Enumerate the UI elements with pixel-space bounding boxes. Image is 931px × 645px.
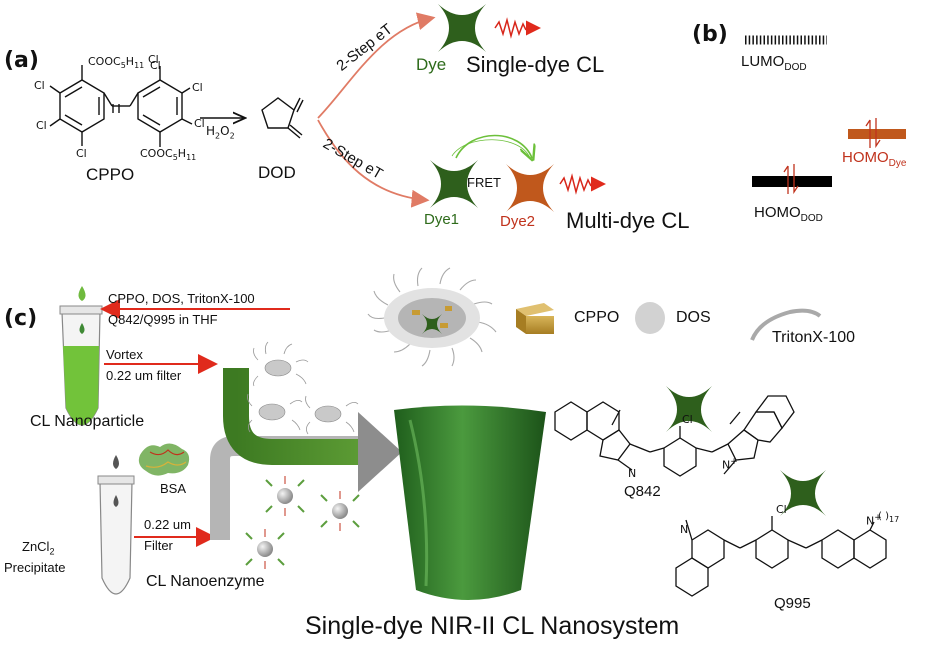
bsa-label: BSA	[160, 481, 187, 496]
legend-cppo-label: CPPO	[574, 309, 620, 326]
filter1-label: 0.22 um filter	[106, 368, 182, 383]
cppo-cl-4: Cl	[76, 147, 87, 160]
multi-dye-cl-title: Multi-dye CL	[566, 208, 690, 233]
nanosystem-tube	[394, 405, 546, 600]
h2o2-label: H2O2	[206, 124, 235, 141]
single-dye-cl-title: Single-dye CL	[466, 52, 605, 77]
panel-label-a: (a)	[4, 48, 39, 73]
q842-structure	[554, 395, 795, 477]
legend-dos-icon	[635, 302, 665, 334]
micelle-icon	[367, 267, 497, 367]
cl-nanoenzyme-label: CL Nanoenzyme	[146, 573, 265, 590]
homo-dye-label: HOMODye	[842, 149, 907, 169]
q842-star-icon	[666, 386, 712, 432]
filter2-line2: Filter	[144, 538, 173, 553]
cppo-cl-7: Cl	[150, 59, 161, 72]
legend-triton-icon	[750, 308, 822, 341]
nanosystem-title: Single-dye NIR-II CL Nanosystem	[305, 612, 680, 640]
dye-label: Dye	[416, 55, 447, 74]
filter2-line1: 0.22 um	[144, 517, 191, 532]
nanoenzyme-icons	[245, 476, 360, 569]
lumo-dod-label: LUMODOD	[741, 53, 807, 73]
tube-nanoenzyme	[97, 455, 135, 595]
precipitate-label: Precipitate	[4, 560, 66, 575]
q842-cl-atom: Cl	[682, 413, 693, 426]
electron-pair-dye-icon	[865, 118, 881, 149]
vortex-label: Vortex	[106, 347, 143, 362]
q842-n-atom-right: N+	[722, 457, 738, 472]
legend-cppo-icon	[516, 303, 554, 334]
cppo-cl-2: Cl	[34, 79, 45, 92]
nanoparticle-small-icons	[258, 359, 342, 423]
panel-label-b: (b)	[692, 22, 728, 47]
homo-dod-label: HOMODOD	[754, 204, 823, 224]
dye-star-icon	[438, 4, 486, 52]
reagents-line1: CPPO, DOS, TritonX-100	[108, 291, 255, 306]
cppo-cl-5: Cl	[192, 81, 203, 94]
arrow-to-multi-dye	[317, 119, 430, 208]
q995-n-atom-left: N	[680, 523, 689, 536]
q995-chain: ( )17	[878, 511, 900, 524]
fret-label: FRET	[467, 175, 501, 190]
cppo-cl-1: Cl	[148, 53, 159, 66]
emission-wave-icon	[494, 17, 527, 39]
q842-n-atom-left: N	[628, 467, 637, 480]
arrow-to-single-dye	[317, 12, 436, 119]
q995-star-icon	[780, 470, 826, 516]
homo-dye-level	[848, 129, 906, 139]
cppo-cl-3: Cl	[36, 119, 47, 132]
dod-structure	[261, 97, 304, 139]
q842-label: Q842	[624, 483, 661, 500]
bsa-protein-icon	[138, 443, 190, 476]
q995-n-atom-right: N+	[866, 513, 882, 528]
cppo-ester-bottom: COOC5H11	[140, 147, 197, 163]
tube-nanoparticle	[59, 286, 103, 426]
emission-wave2-icon	[559, 173, 592, 195]
combine-arrow	[210, 368, 402, 540]
cppo-cl-6: Cl	[194, 117, 205, 130]
q995-label: Q995	[774, 595, 811, 612]
cppo-ester-top: COOC5H11	[88, 55, 145, 71]
homo-dod-level	[752, 176, 832, 187]
q995-cl-atom: Cl	[776, 503, 787, 516]
dye1-label: Dye1	[424, 211, 460, 228]
cl-nanoparticle-label: CL Nanoparticle	[30, 413, 145, 430]
dye2-star-icon	[506, 164, 554, 212]
cppo-structure	[49, 65, 193, 147]
electron-pair-dod-icon	[783, 164, 799, 195]
legend-dos-label: DOS	[676, 309, 711, 326]
reagents-line2: Q842/Q995 in THF	[108, 312, 218, 327]
legend-triton-label: TritonX-100	[772, 329, 855, 346]
fret-arrow	[455, 134, 532, 159]
q995-structure	[675, 516, 887, 597]
dye2-label: Dye2	[500, 213, 536, 230]
zncl2-label: ZnCl2	[22, 539, 55, 557]
cppo-label: CPPO	[86, 165, 135, 184]
dod-label: DOD	[258, 163, 296, 182]
dye1-star-icon	[430, 160, 478, 208]
panel-label-c: (c)	[4, 306, 38, 331]
